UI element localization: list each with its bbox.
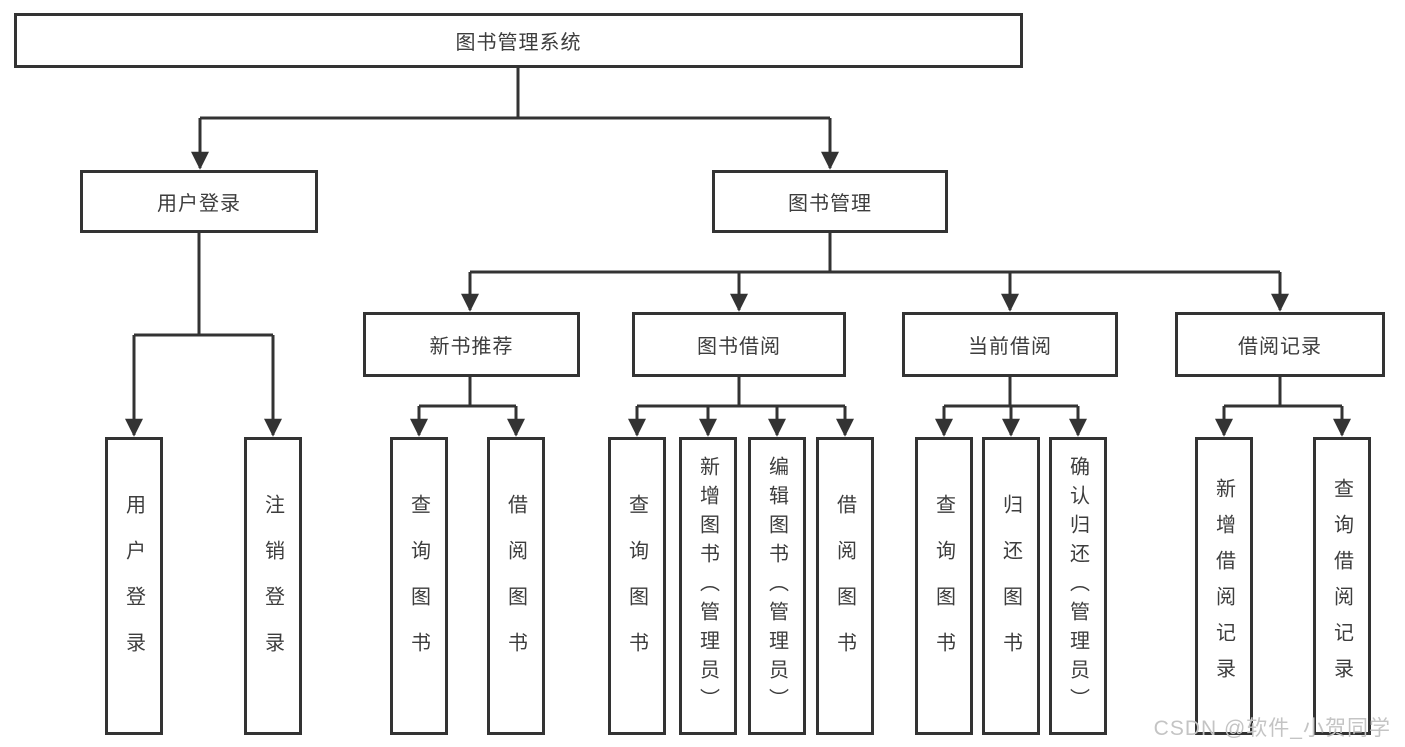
node-query-book-recommend-label: 查询图书 bbox=[407, 494, 430, 678]
node-edit-book-admin-label: 编辑图书（管理员） bbox=[765, 455, 788, 717]
node-borrow-book-borrowing-label: 借阅图书 bbox=[833, 494, 856, 678]
node-query-book-borrowing-label: 查询图书 bbox=[625, 494, 648, 678]
node-borrow-book-borrowing: 借阅图书 bbox=[816, 437, 874, 735]
node-library-management-system: 图书管理系统 bbox=[14, 13, 1023, 68]
node-query-book-borrowing: 查询图书 bbox=[608, 437, 666, 735]
node-add-book-admin: 新增图书（管理员） bbox=[679, 437, 737, 735]
connector-book-management-branch bbox=[461, 233, 1289, 312]
node-add-book-admin-label: 新增图书（管理员） bbox=[696, 455, 719, 717]
node-login: 用户登录 bbox=[105, 437, 163, 735]
node-user-login: 用户登录 bbox=[80, 170, 318, 233]
node-confirm-return-admin-label: 确认归还（管理员） bbox=[1066, 455, 1089, 717]
node-login-label: 用户登录 bbox=[122, 494, 145, 678]
node-return-book-label: 归还图书 bbox=[999, 494, 1022, 678]
node-add-borrow-record: 新增借阅记录 bbox=[1195, 437, 1253, 735]
node-logout: 注销登录 bbox=[244, 437, 302, 735]
node-borrow-book-recommend: 借阅图书 bbox=[487, 437, 545, 735]
node-edit-book-admin: 编辑图书（管理员） bbox=[748, 437, 806, 735]
node-book-borrowing: 图书借阅 bbox=[632, 312, 846, 377]
node-query-borrow-record: 查询借阅记录 bbox=[1313, 437, 1371, 735]
connector-root-to-level2 bbox=[191, 68, 839, 170]
node-borrowing-records: 借阅记录 bbox=[1175, 312, 1385, 377]
node-query-book-recommend: 查询图书 bbox=[390, 437, 448, 735]
node-confirm-return-admin: 确认归还（管理员） bbox=[1049, 437, 1107, 735]
node-add-borrow-record-label: 新增借阅记录 bbox=[1212, 478, 1235, 694]
node-book-management: 图书管理 bbox=[712, 170, 948, 233]
node-query-book-current: 查询图书 bbox=[915, 437, 973, 735]
node-borrow-book-recommend-label: 借阅图书 bbox=[504, 494, 527, 678]
node-logout-label: 注销登录 bbox=[261, 494, 284, 678]
connector-new-book-branch bbox=[410, 377, 525, 437]
node-query-book-current-label: 查询图书 bbox=[932, 494, 955, 678]
connector-borrow-records-branch bbox=[1215, 377, 1351, 437]
csdn-watermark: CSDN @软件_小贺同学 bbox=[1153, 717, 1391, 740]
connector-user-login-branch bbox=[125, 233, 282, 437]
connector-book-borrow-branch bbox=[628, 377, 854, 437]
node-current-borrowing: 当前借阅 bbox=[902, 312, 1118, 377]
node-new-book-recommendation: 新书推荐 bbox=[363, 312, 580, 377]
node-query-borrow-record-label: 查询借阅记录 bbox=[1330, 478, 1353, 694]
connector-current-borrow-branch bbox=[935, 377, 1087, 437]
node-return-book: 归还图书 bbox=[982, 437, 1040, 735]
